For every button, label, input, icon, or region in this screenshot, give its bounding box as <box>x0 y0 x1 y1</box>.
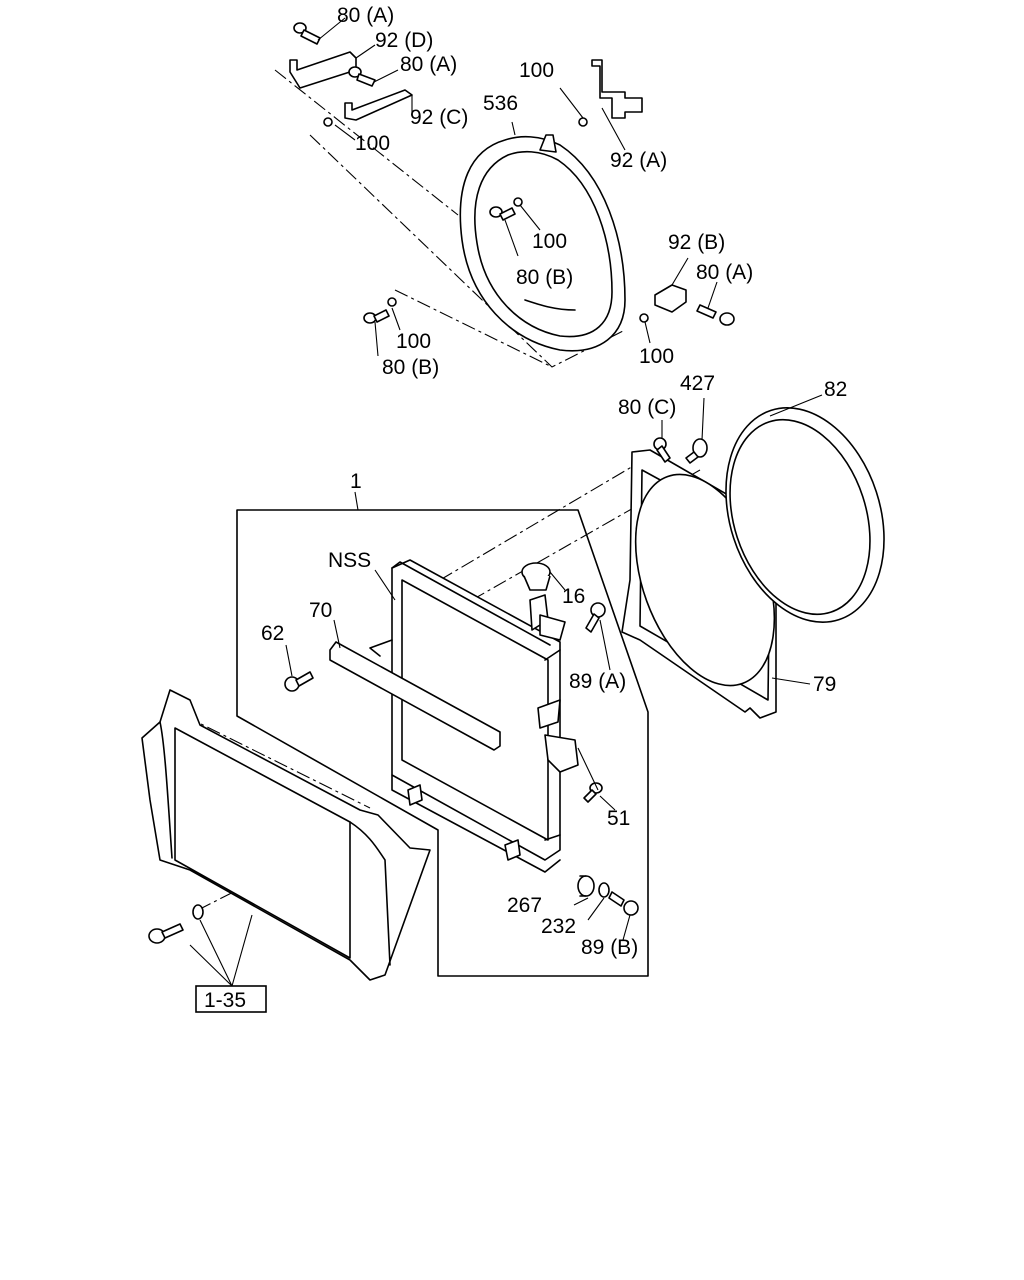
bolt-80a-top <box>293 22 321 45</box>
label-80a-right: 80 (A) <box>696 261 753 284</box>
label-nss: NSS <box>328 549 371 572</box>
label-1: 1 <box>350 470 362 493</box>
label-89a: 89 (A) <box>569 670 626 693</box>
intercooler-group <box>141 689 431 1013</box>
clip-100-lower-left <box>387 297 397 307</box>
stay-70 <box>329 641 501 751</box>
intercooler <box>141 689 431 981</box>
right-leader-lines <box>661 394 823 685</box>
upper-shroud-assembly-line <box>274 69 626 368</box>
bolt-89b <box>608 891 639 916</box>
upper-leader-lines <box>317 17 718 357</box>
label-80c: 80 (C) <box>618 396 676 419</box>
bolt-80a-mid <box>348 66 376 87</box>
label-100-center: 100 <box>532 230 567 253</box>
label-92a: 92 (A) <box>610 149 667 172</box>
bolt-80b-center <box>489 206 516 221</box>
bracket-92d <box>289 51 357 89</box>
bracket-92b <box>654 284 687 313</box>
shroud-536 <box>459 134 626 352</box>
right-shroud-group <box>439 394 885 719</box>
label-536: 536 <box>483 92 518 115</box>
intercooler-assembly-line <box>184 715 376 911</box>
callout-labels: 80 (A) 92 (D) 80 (A) 100 536 92 (C) 100 … <box>204 4 847 1012</box>
label-82: 82 <box>824 378 847 401</box>
label-79: 79 <box>813 673 836 696</box>
radiator <box>391 559 579 873</box>
radiator-group <box>236 491 649 977</box>
bolt-80c <box>653 437 671 463</box>
label-80a-mid: 80 (A) <box>400 53 457 76</box>
label-100-lower-right: 100 <box>639 345 674 368</box>
clip-100-lower-right <box>639 313 649 323</box>
center-leader-lines <box>285 569 631 941</box>
bracket-92c <box>344 89 413 121</box>
bracket-92a <box>591 59 643 119</box>
bolt-62 <box>284 671 314 692</box>
clip-100-left <box>323 117 333 127</box>
label-89b: 89 (B) <box>581 936 638 959</box>
label-16: 16 <box>562 585 585 608</box>
label-80a-top: 80 (A) <box>337 4 394 27</box>
clip-100-center <box>513 197 523 207</box>
bolt-80a-right <box>696 304 735 326</box>
reference-box <box>195 985 267 1013</box>
label-100-left: 100 <box>355 132 390 155</box>
label-232: 232 <box>541 915 576 938</box>
label-80b-center: 80 (B) <box>516 266 573 289</box>
label-80b-lower-left: 80 (B) <box>382 356 439 379</box>
label-92c: 92 (C) <box>410 106 468 129</box>
assembly-box <box>236 509 649 977</box>
intercooler-bolt <box>148 923 184 944</box>
ring-82 <box>725 407 885 623</box>
label-92d: 92 (D) <box>375 29 433 52</box>
reference-box-label: 1-35 <box>204 989 246 1012</box>
label-100-top: 100 <box>519 59 554 82</box>
label-267: 267 <box>507 894 542 917</box>
upper-shroud-group <box>274 17 735 368</box>
bolt-51 <box>583 782 603 803</box>
washer-232 <box>598 882 610 898</box>
label-100-lower-left: 100 <box>396 330 431 353</box>
grommet-427 <box>685 438 708 464</box>
label-51: 51 <box>607 807 630 830</box>
label-70: 70 <box>309 599 332 622</box>
label-427: 427 <box>680 372 715 395</box>
cushion-267 <box>577 875 595 897</box>
intercooler-washer <box>192 904 204 920</box>
reference-leader-lines <box>189 914 253 987</box>
label-92b: 92 (B) <box>668 231 725 254</box>
bolt-80b-lower-left <box>363 309 390 324</box>
clip-100-top <box>578 117 588 127</box>
label-62: 62 <box>261 622 284 645</box>
bolt-89a <box>585 602 606 633</box>
